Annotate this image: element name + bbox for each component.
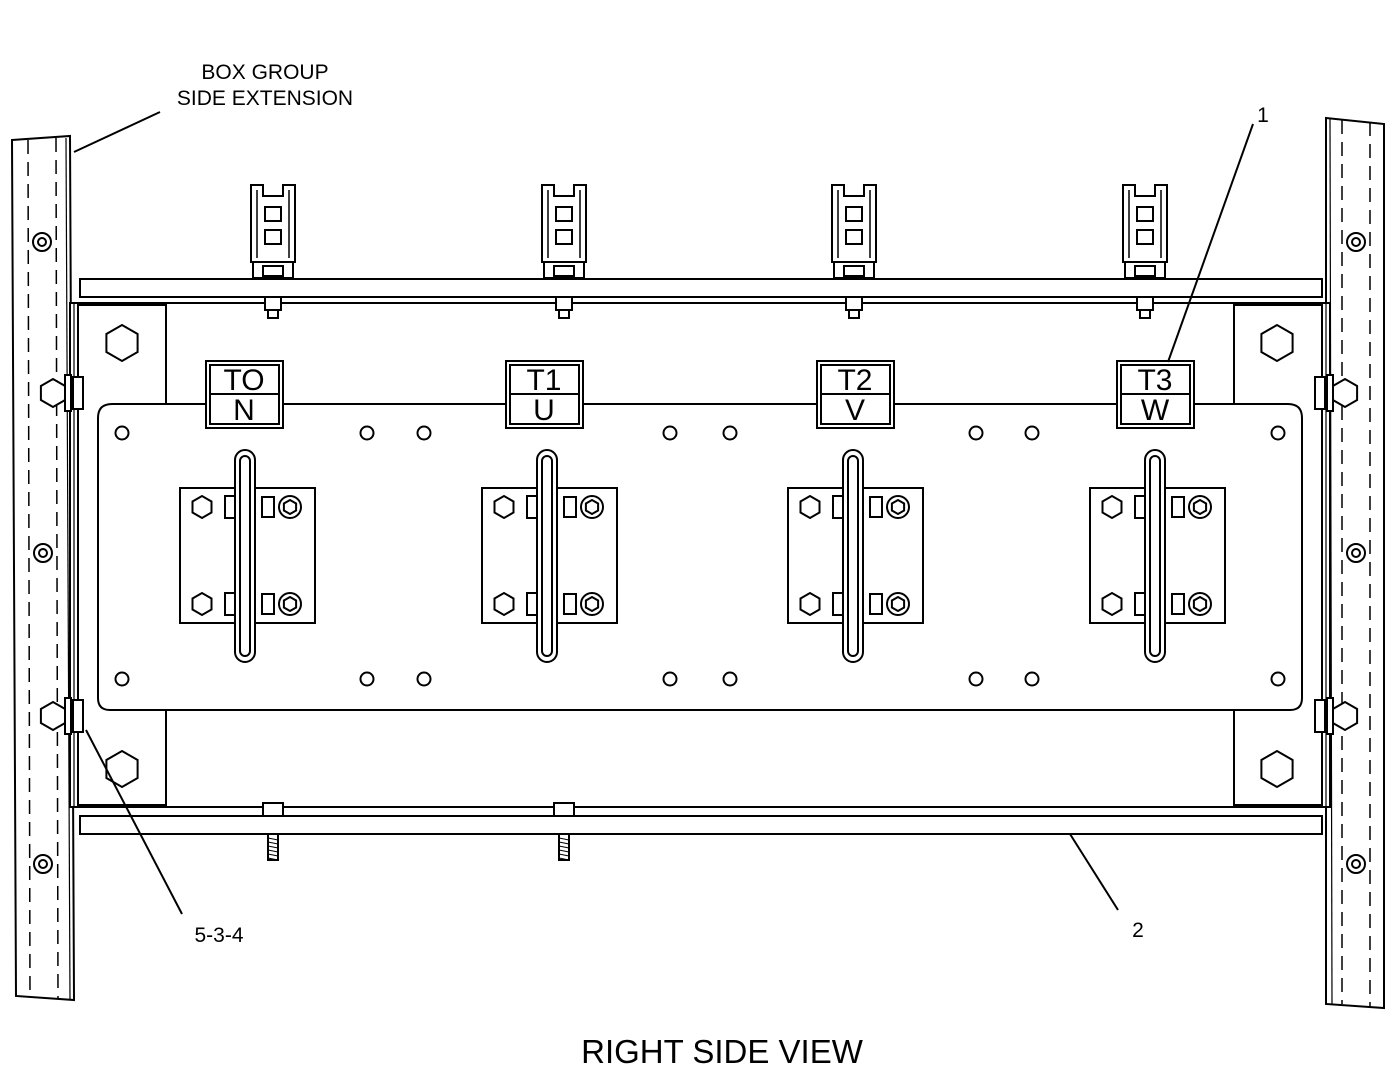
plate-bottom-text: N (233, 394, 255, 427)
plate-hole-icon (359, 671, 375, 687)
rail-hole-icon (33, 854, 53, 874)
busbar (1144, 449, 1166, 663)
plate-bottom-text: W (1141, 394, 1170, 427)
rail-hole-icon (33, 543, 53, 563)
hex-nut-icon (493, 591, 515, 617)
plate-hole-icon (416, 671, 432, 687)
corner-hex-bolt-icon (105, 749, 139, 789)
busbar-bracket (179, 449, 316, 663)
clamp-bolt-icon (1171, 592, 1212, 616)
terminal-lug-icon (1122, 184, 1168, 319)
plate-hole-icon (968, 671, 984, 687)
plate-bottom-text: V (845, 394, 865, 427)
clamp-bolt-icon (1171, 495, 1212, 519)
bottom-stud-icon (262, 802, 284, 861)
corner-hex-bolt-icon (105, 323, 139, 363)
hex-nut-icon (799, 494, 821, 520)
rail-hole-icon (1346, 854, 1366, 874)
hex-nut-icon (799, 591, 821, 617)
busbar (234, 449, 256, 663)
plate-hole-icon (968, 425, 984, 441)
terminal-lug-icon (541, 184, 587, 319)
plate-hole-icon (662, 425, 678, 441)
side-bolt-icon (1314, 697, 1359, 735)
plate-hole-icon (1270, 671, 1286, 687)
hex-nut-icon (1101, 591, 1123, 617)
hex-nut-icon (191, 494, 213, 520)
corner-hex-bolt-icon (1260, 749, 1294, 789)
box-group-label-line2: SIDE EXTENSION (177, 87, 353, 110)
leader-line-box-group (73, 111, 161, 153)
busbar (536, 449, 558, 663)
left-side-extension (10, 134, 76, 1002)
right-side-extension (1325, 116, 1385, 1010)
bottom-channel (79, 815, 1323, 835)
clamp-bolt-icon (261, 495, 302, 519)
plate-hole-icon (114, 671, 130, 687)
plate-hole-icon (114, 425, 130, 441)
terminal-id-plate-t3: T3W (1116, 360, 1195, 429)
callout-item-2: 2 (1132, 919, 1144, 942)
leader-line-item-2 (1069, 833, 1119, 911)
plate-hole-icon (1024, 425, 1040, 441)
terminal-lug-icon (250, 184, 296, 319)
clamp-bolt-icon (869, 592, 910, 616)
callout-item-1: 1 (1257, 104, 1269, 127)
busbar (842, 449, 864, 663)
plate-top-text: T1 (526, 364, 561, 397)
plate-top-text: T2 (837, 364, 872, 397)
plate-hole-icon (722, 425, 738, 441)
hex-nut-icon (1101, 494, 1123, 520)
clamp-bolt-icon (563, 592, 604, 616)
box-group-label-line1: BOX GROUP (201, 61, 328, 84)
rail-hole-icon (1346, 543, 1366, 563)
terminal-id-plate-t1: T1U (505, 360, 584, 429)
terminal-lug-icon (831, 184, 877, 319)
clamp-bolt-icon (261, 592, 302, 616)
plate-hole-icon (722, 671, 738, 687)
plate-hole-icon (359, 425, 375, 441)
plate-hole-icon (1270, 425, 1286, 441)
busbar-bracket (1089, 449, 1226, 663)
plate-top-text: TO (223, 364, 264, 397)
leader-line-item-1 (1167, 123, 1254, 363)
busbar-bracket (787, 449, 924, 663)
plate-hole-icon (1024, 671, 1040, 687)
hex-nut-icon (493, 494, 515, 520)
clamp-bolt-icon (563, 495, 604, 519)
bottom-stud-icon (553, 802, 575, 861)
clamp-bolt-icon (869, 495, 910, 519)
terminal-id-plate-t2: T2V (816, 360, 895, 429)
plate-bottom-text: U (533, 394, 555, 427)
side-bolt-icon (1314, 374, 1359, 412)
rail-hole-icon (32, 232, 52, 252)
view-title: RIGHT SIDE VIEW (581, 1033, 864, 1070)
rail-hole-icon (1346, 232, 1366, 252)
leader-line-item-534 (85, 729, 183, 915)
plate-hole-icon (416, 425, 432, 441)
corner-hex-bolt-icon (1260, 323, 1294, 363)
plate-hole-icon (662, 671, 678, 687)
side-bolt-icon (39, 697, 84, 735)
hex-nut-icon (191, 591, 213, 617)
busbar-bracket (481, 449, 618, 663)
terminal-id-plate-to: TON (205, 360, 284, 429)
top-channel (79, 278, 1323, 298)
plate-top-text: T3 (1137, 364, 1172, 397)
callout-item-534: 5-3-4 (194, 924, 243, 947)
side-bolt-icon (39, 374, 84, 412)
